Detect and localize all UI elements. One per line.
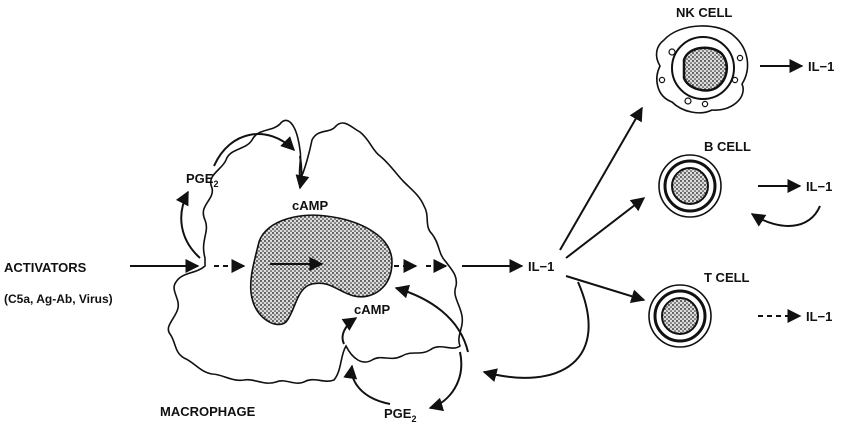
nk-cell <box>657 26 748 113</box>
b-output-label: IL−1 <box>806 179 832 194</box>
camp-bottom-label: cAMP <box>354 302 390 317</box>
activators-detail: (C5a, Ag-Ab, Virus) <box>4 292 113 306</box>
b-feedback-arrow <box>752 206 820 226</box>
il1-feedback-arrow <box>484 282 589 378</box>
il1-to-t-arrow <box>566 276 644 300</box>
macrophage-label: MACROPHAGE <box>160 404 256 419</box>
il1-to-nk-arrow <box>560 108 642 250</box>
camp-top-label: cAMP <box>292 198 328 213</box>
activators-label: ACTIVATORS <box>4 260 87 275</box>
b-cell <box>659 155 721 217</box>
t-cell-label: T CELL <box>704 270 750 285</box>
pge2-top-from-membrane-arrow <box>181 192 200 258</box>
t-cell <box>649 285 711 347</box>
pge2-bottom-to-membrane-arrow <box>352 366 390 404</box>
t-output-label: IL−1 <box>806 309 832 324</box>
pge2-bottom-from-membrane-arrow <box>430 352 461 408</box>
il1-to-b-arrow <box>566 198 644 258</box>
b-cell-label: B CELL <box>704 139 751 154</box>
nk-output-label: IL−1 <box>808 59 834 74</box>
pge2-bottom-label: PGE2 <box>384 406 416 424</box>
nk-cell-label: NK CELL <box>676 5 732 20</box>
il1-center-label: IL−1 <box>528 259 554 274</box>
